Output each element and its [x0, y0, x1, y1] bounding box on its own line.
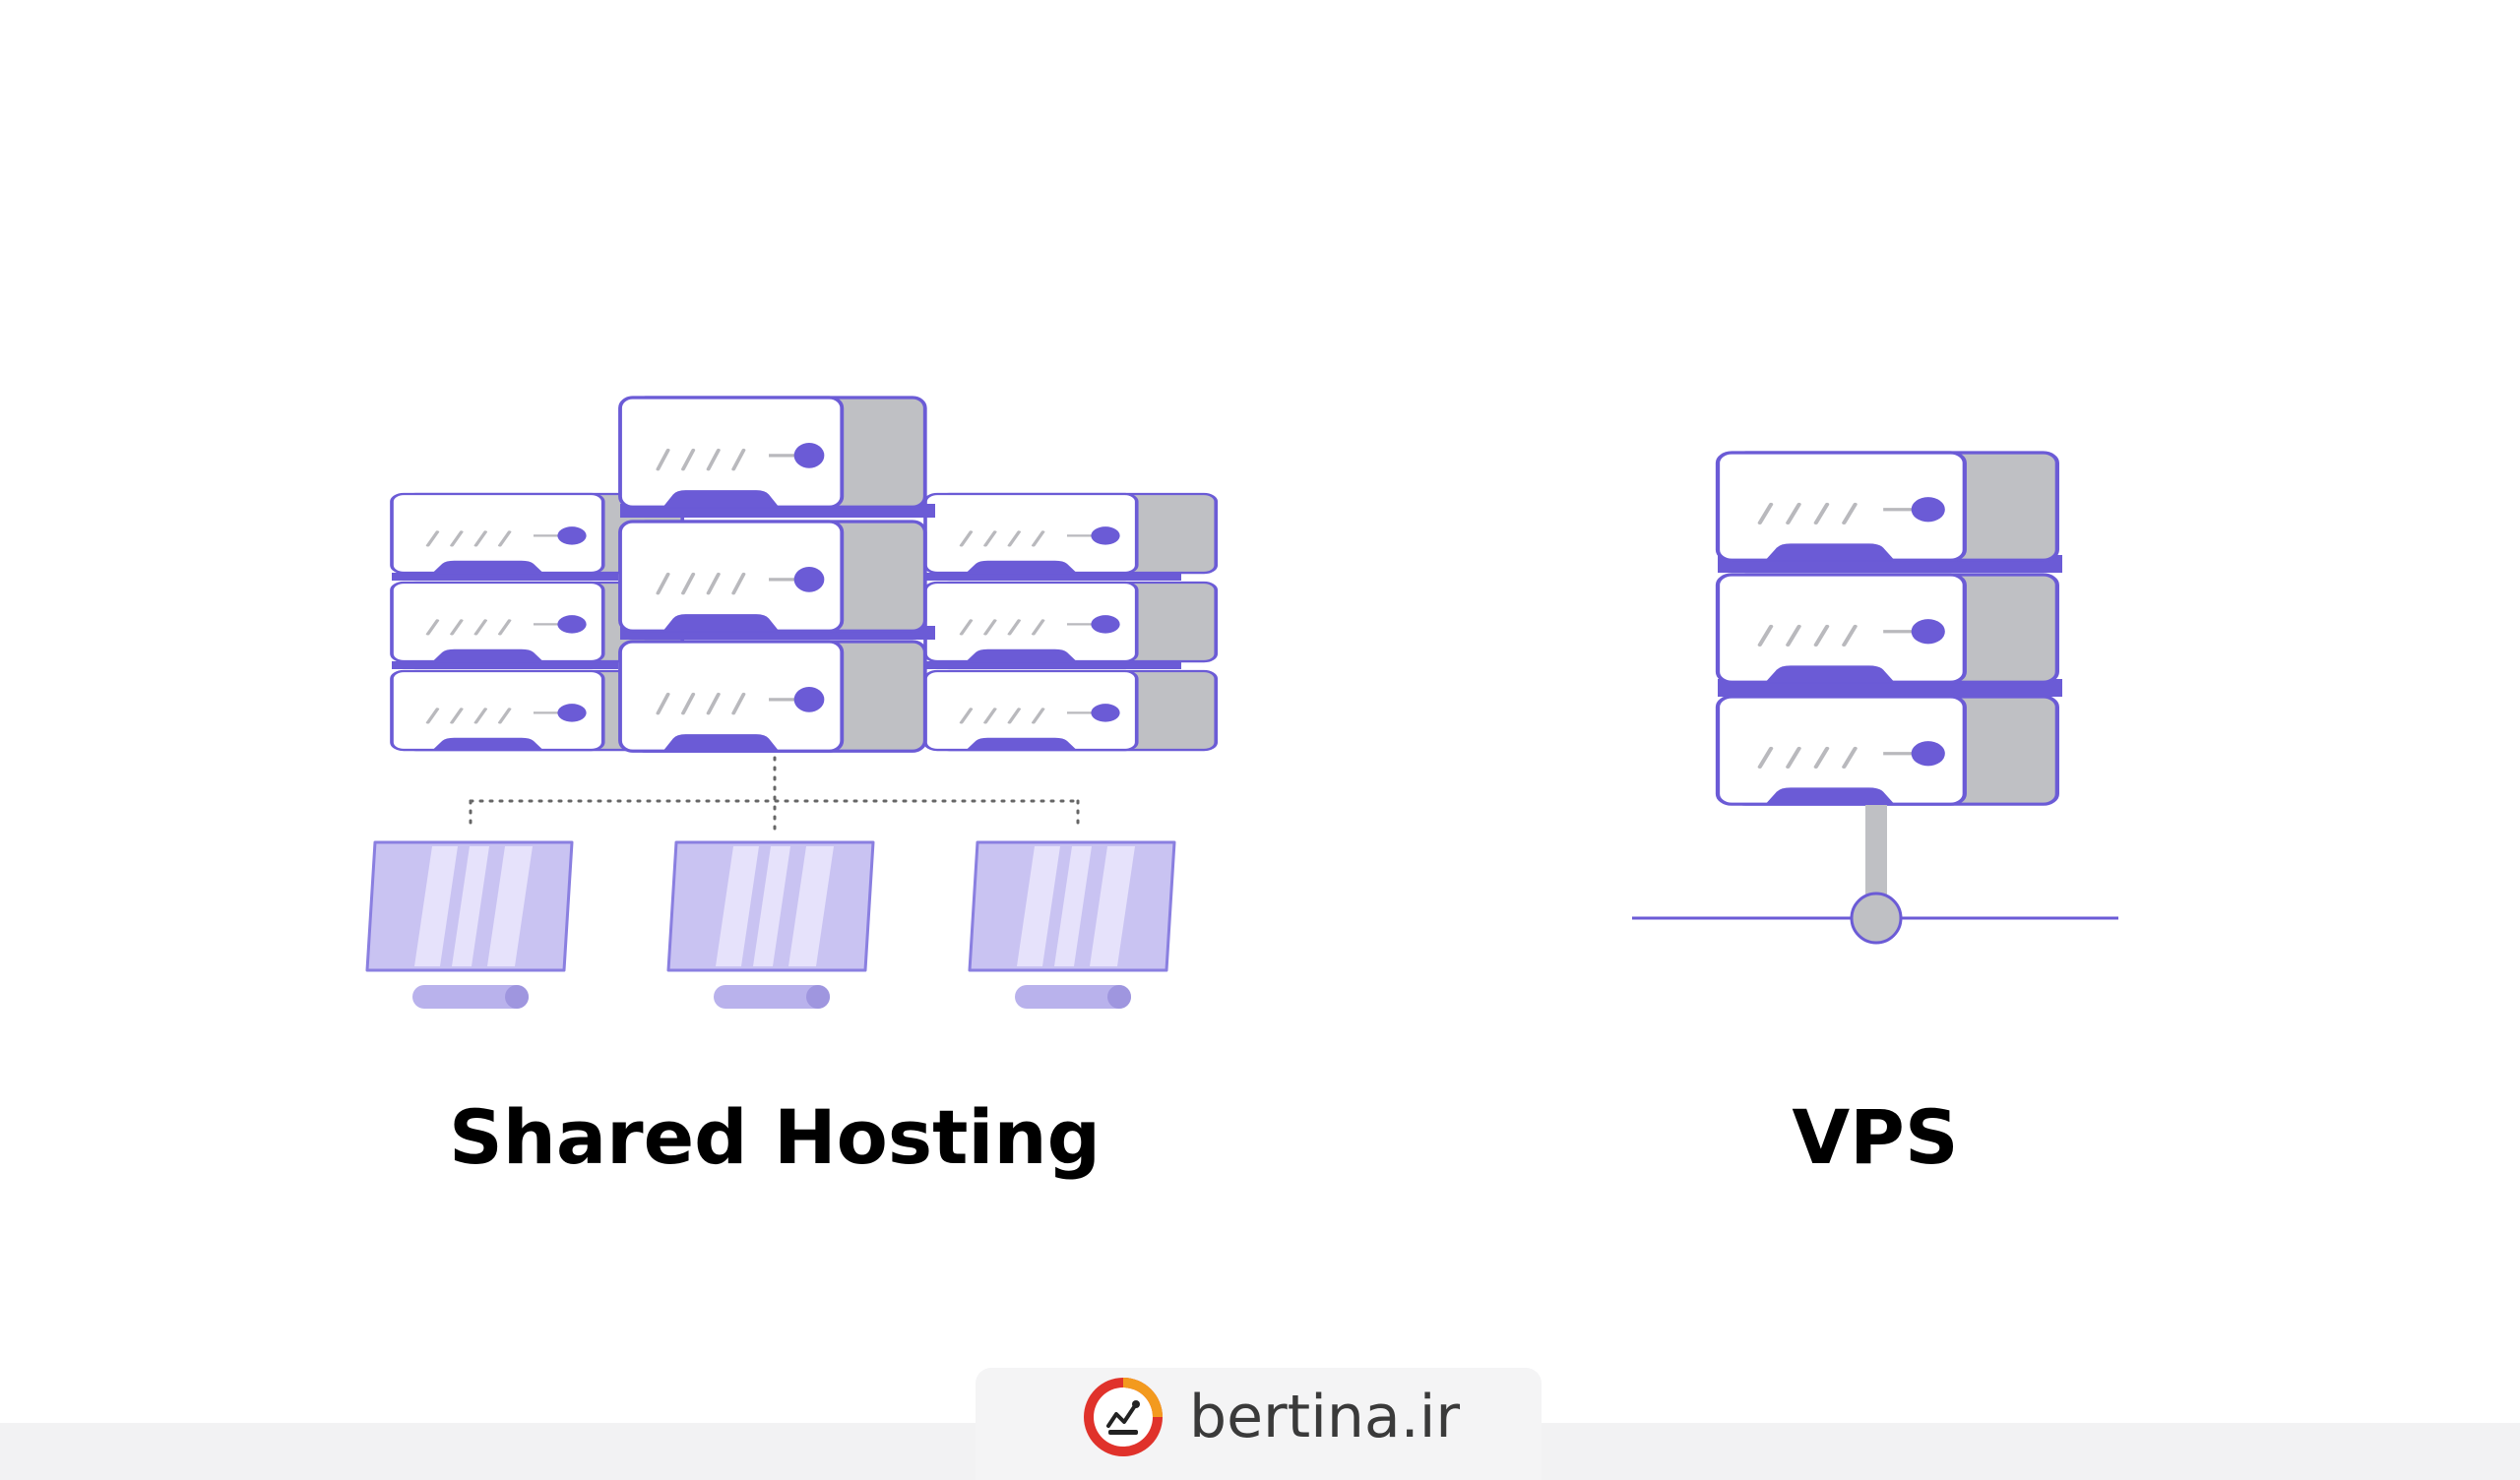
server-unit-icon [618, 396, 927, 510]
footer-brand-tab [976, 1368, 1542, 1480]
network-connector [469, 756, 1080, 831]
shared-hosting-label: Shared Hosting [449, 1093, 1101, 1181]
server-unit-icon [1718, 697, 2057, 804]
brand-name: bertina.ir [1189, 1383, 1461, 1451]
monitor-icon [968, 840, 1176, 1011]
shared-right-stack [923, 492, 1219, 752]
server-unit-icon [923, 669, 1219, 752]
server-unit-icon [1718, 453, 2057, 560]
server-unit-icon [1718, 575, 2057, 682]
server-unit-icon [923, 581, 1219, 663]
vps-stack [1718, 453, 2062, 804]
shared-left-stack [390, 492, 685, 752]
server-unit-icon [923, 492, 1219, 575]
monitor-icon [365, 840, 574, 1011]
vps-label: VPS [1792, 1093, 1959, 1181]
server-unit-icon [618, 520, 927, 634]
server-unit-icon [618, 640, 927, 754]
shared-center-stack [618, 396, 935, 754]
bertina-logo-icon [1084, 1378, 1163, 1456]
client-monitors [365, 840, 1176, 1011]
monitor-icon [666, 840, 875, 1011]
network-line-icon [1632, 805, 2118, 945]
